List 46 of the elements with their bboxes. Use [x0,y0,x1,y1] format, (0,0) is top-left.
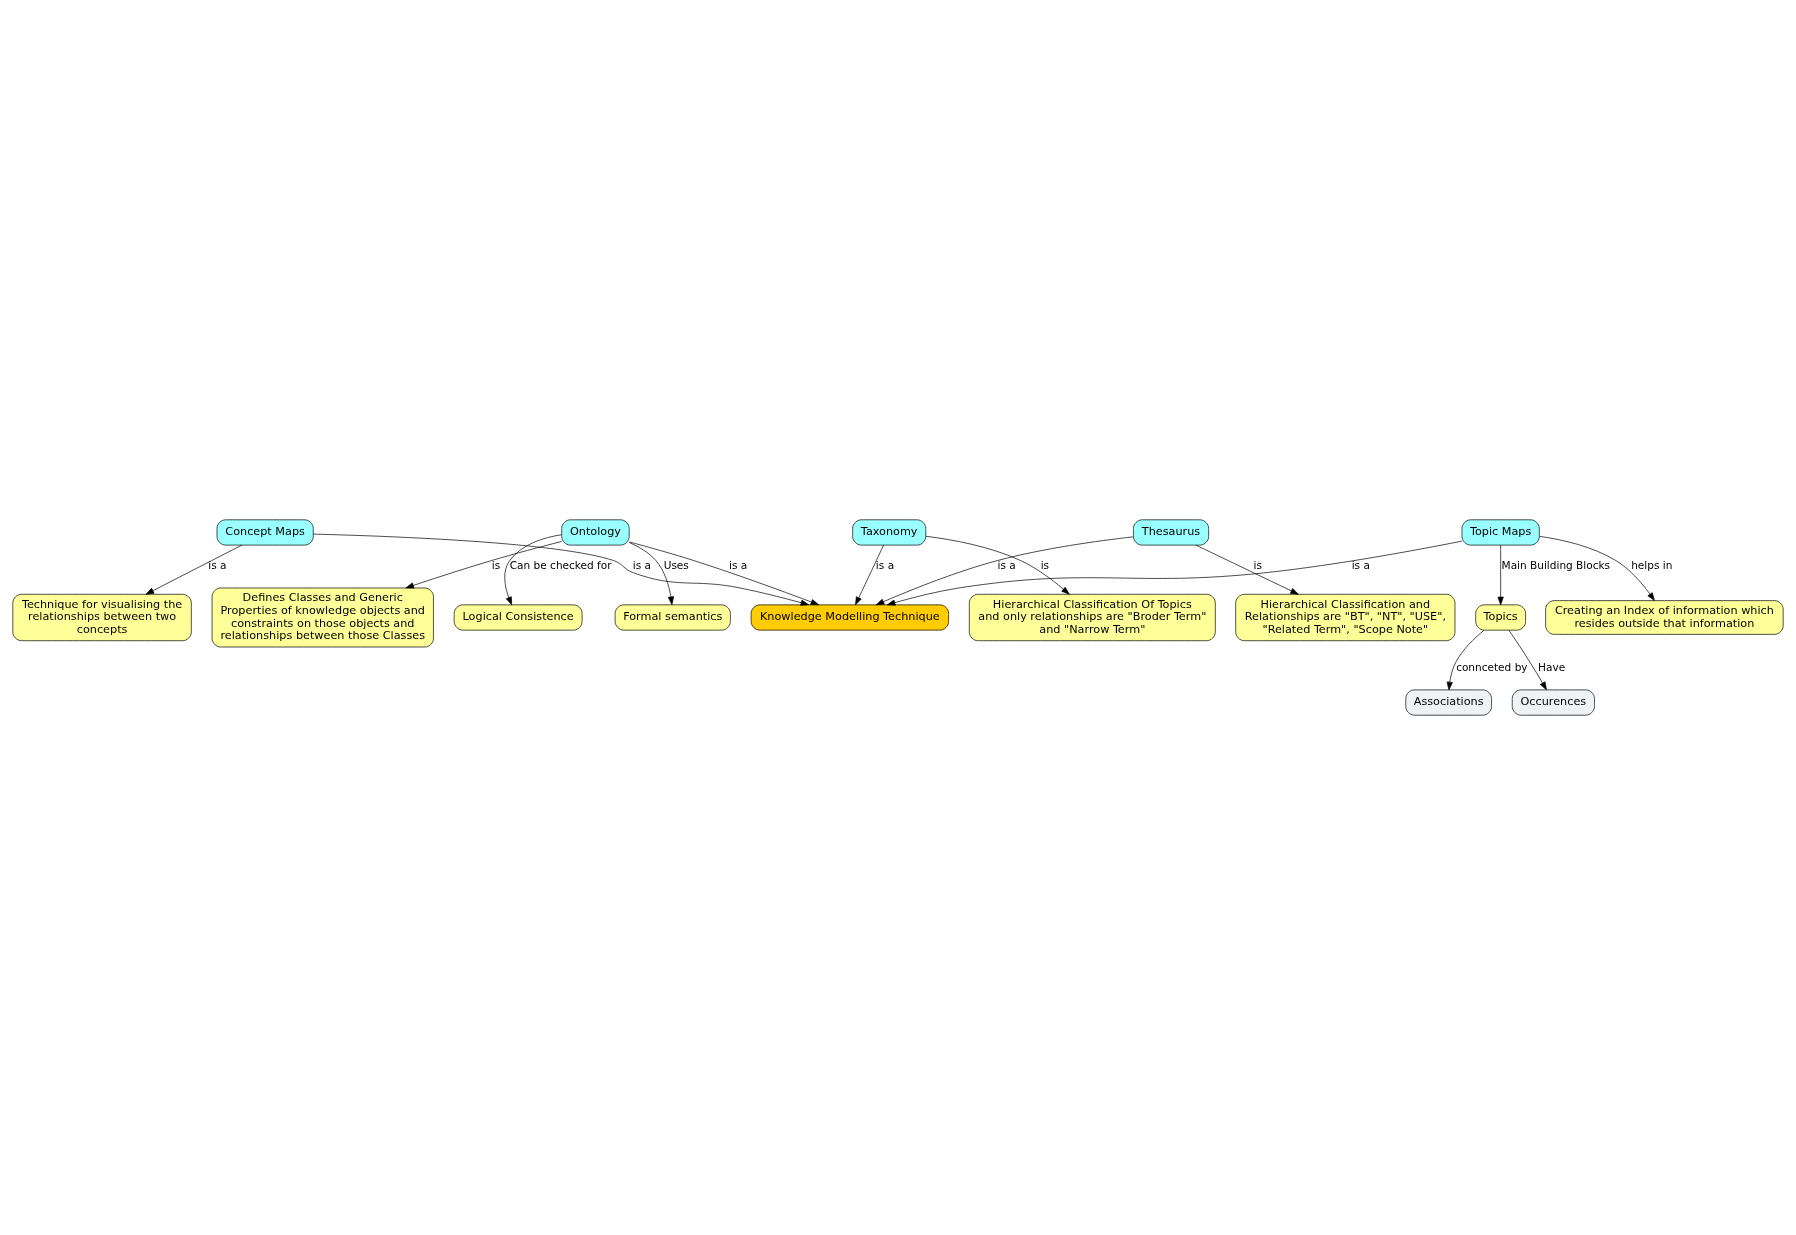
node-box: Technique for visualising the relationships between two concepts [12,593,192,642]
edge-label: connceted by [1456,660,1528,673]
edge-label: is a [875,559,895,572]
arrow [1539,536,1655,601]
arrow [1446,629,1485,691]
arrow [145,544,243,595]
node-box: Taxonomy [852,519,927,546]
arrow [886,540,1463,606]
node-box: Ontology [561,519,630,546]
arrow [313,533,810,606]
edge-label: is a [632,559,651,572]
arrow [1497,544,1504,606]
edge-label: is a [997,559,1016,572]
arrow [855,544,884,606]
node-box: Topic Maps [1461,519,1540,546]
node-box: Logical Consistence [453,604,583,631]
edge-label: is a [208,559,227,572]
edge-label: Have [1538,660,1566,673]
node-box: Associations [1405,689,1492,716]
node-box: Topics [1475,604,1526,631]
edge-label: helps in [1631,559,1673,572]
edge-label: is [1253,559,1263,572]
arrow [1508,629,1547,691]
arrow [629,542,674,605]
edge-label: is [1040,559,1050,572]
arrow [875,536,1134,606]
arrow [1195,544,1299,595]
edge-label: Can be checked for [509,559,612,572]
edge-label: Main Building Blocks [1501,559,1611,572]
edge-label: is a [1351,559,1370,572]
arrow [629,541,820,606]
node-box: Knowledge Modelling Technique [750,604,949,631]
node-box: Defines Classes and Generic Properties of knowledge objects and constraints on those objects and relationships between those Classes [211,587,434,648]
node-box: Hierarchical Classification and Relationships are "BT", "NT", "USE", "Related Term", "Scope Note" [1235,593,1456,642]
arrow [925,535,1070,595]
node-box: Creating an Index of information which resides outside that information [1545,600,1784,635]
edge-label: Uses [663,559,689,572]
node-box: Occurences [1511,689,1595,716]
node-box: Thesaurus [1133,519,1209,546]
node-box: Concept Maps [216,519,314,546]
arrow [405,541,562,589]
arrow [504,534,562,606]
edge-label: is [491,559,501,572]
node-box: Hierarchical Classification Of Topics and only relationships are "Broder Term" and "Narrow Term" [969,593,1216,642]
node-box: Formal semantics [614,604,731,631]
edge-label: is a [729,559,748,572]
